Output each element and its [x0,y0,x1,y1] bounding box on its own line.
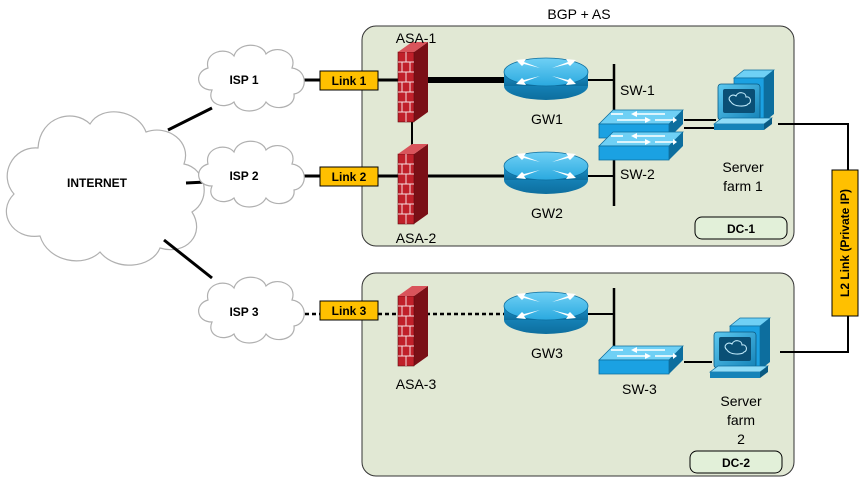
datacenter-2-area [361,272,795,477]
gw1-router-icon [503,57,589,101]
sw3-label: SW-3 [622,381,657,397]
asa3-label: ASA-3 [396,376,437,392]
l2-link-line-dc1 [778,123,849,170]
isp1-cloud: ISP 1 [198,44,305,112]
l2-link-label: L2 Link (Private IP) [838,189,852,297]
link2-badge: Link 2 [319,166,379,187]
internet-label: INTERNET [67,176,128,190]
dc2-label: DC-2 [722,456,750,470]
asa1-firewall-icon [397,41,429,123]
dc2-badge: DC-2 [689,450,783,474]
diagram-title: BGP + AS [547,6,610,22]
sw2-switch-icon [598,131,684,161]
server-farm-1-label-line2: farm 1 [723,178,763,194]
dc1-badge: DC-1 [694,216,788,240]
link1-label: Link 1 [332,74,367,88]
server-farm-1-label-line1: Server [722,159,764,175]
isp3-label: ISP 3 [229,305,258,319]
gw2-label: GW2 [531,205,563,221]
link2-label: Link 2 [332,170,367,184]
sw2-label: SW-2 [620,166,655,182]
gw3-label: GW3 [531,345,563,361]
gw3-router-icon [503,291,589,335]
asa3-firewall-icon [397,285,429,367]
server-farm-2-label-line1: Server [720,393,762,409]
connection-internet-isp3 [163,238,213,280]
link3-label: Link 3 [332,304,367,318]
sw1-label: SW-1 [620,82,655,98]
dc1-label: DC-1 [727,222,755,236]
asa2-label: ASA-2 [396,230,437,246]
isp3-cloud: ISP 3 [198,276,305,344]
connection-internet-isp1 [167,106,213,132]
gw1-label: GW1 [531,111,563,127]
link1-badge: Link 1 [319,70,379,91]
link3-badge: Link 3 [319,300,379,321]
isp1-label: ISP 1 [229,73,258,87]
asa1-label: ASA-1 [396,30,437,46]
internet-cloud: INTERNET [5,111,205,266]
asa2-firewall-icon [397,143,429,225]
sw3-switch-icon [598,345,684,375]
l2-link-badge: L2 Link (Private IP) [831,169,859,317]
isp2-cloud: ISP 2 [198,140,305,208]
l2-link-line-dc2 [780,316,849,353]
gw2-router-icon [503,151,589,195]
server-farm-2-label-line2: farm [727,412,755,428]
server-farm-2-label-line3: 2 [737,431,745,447]
isp2-label: ISP 2 [229,169,258,183]
